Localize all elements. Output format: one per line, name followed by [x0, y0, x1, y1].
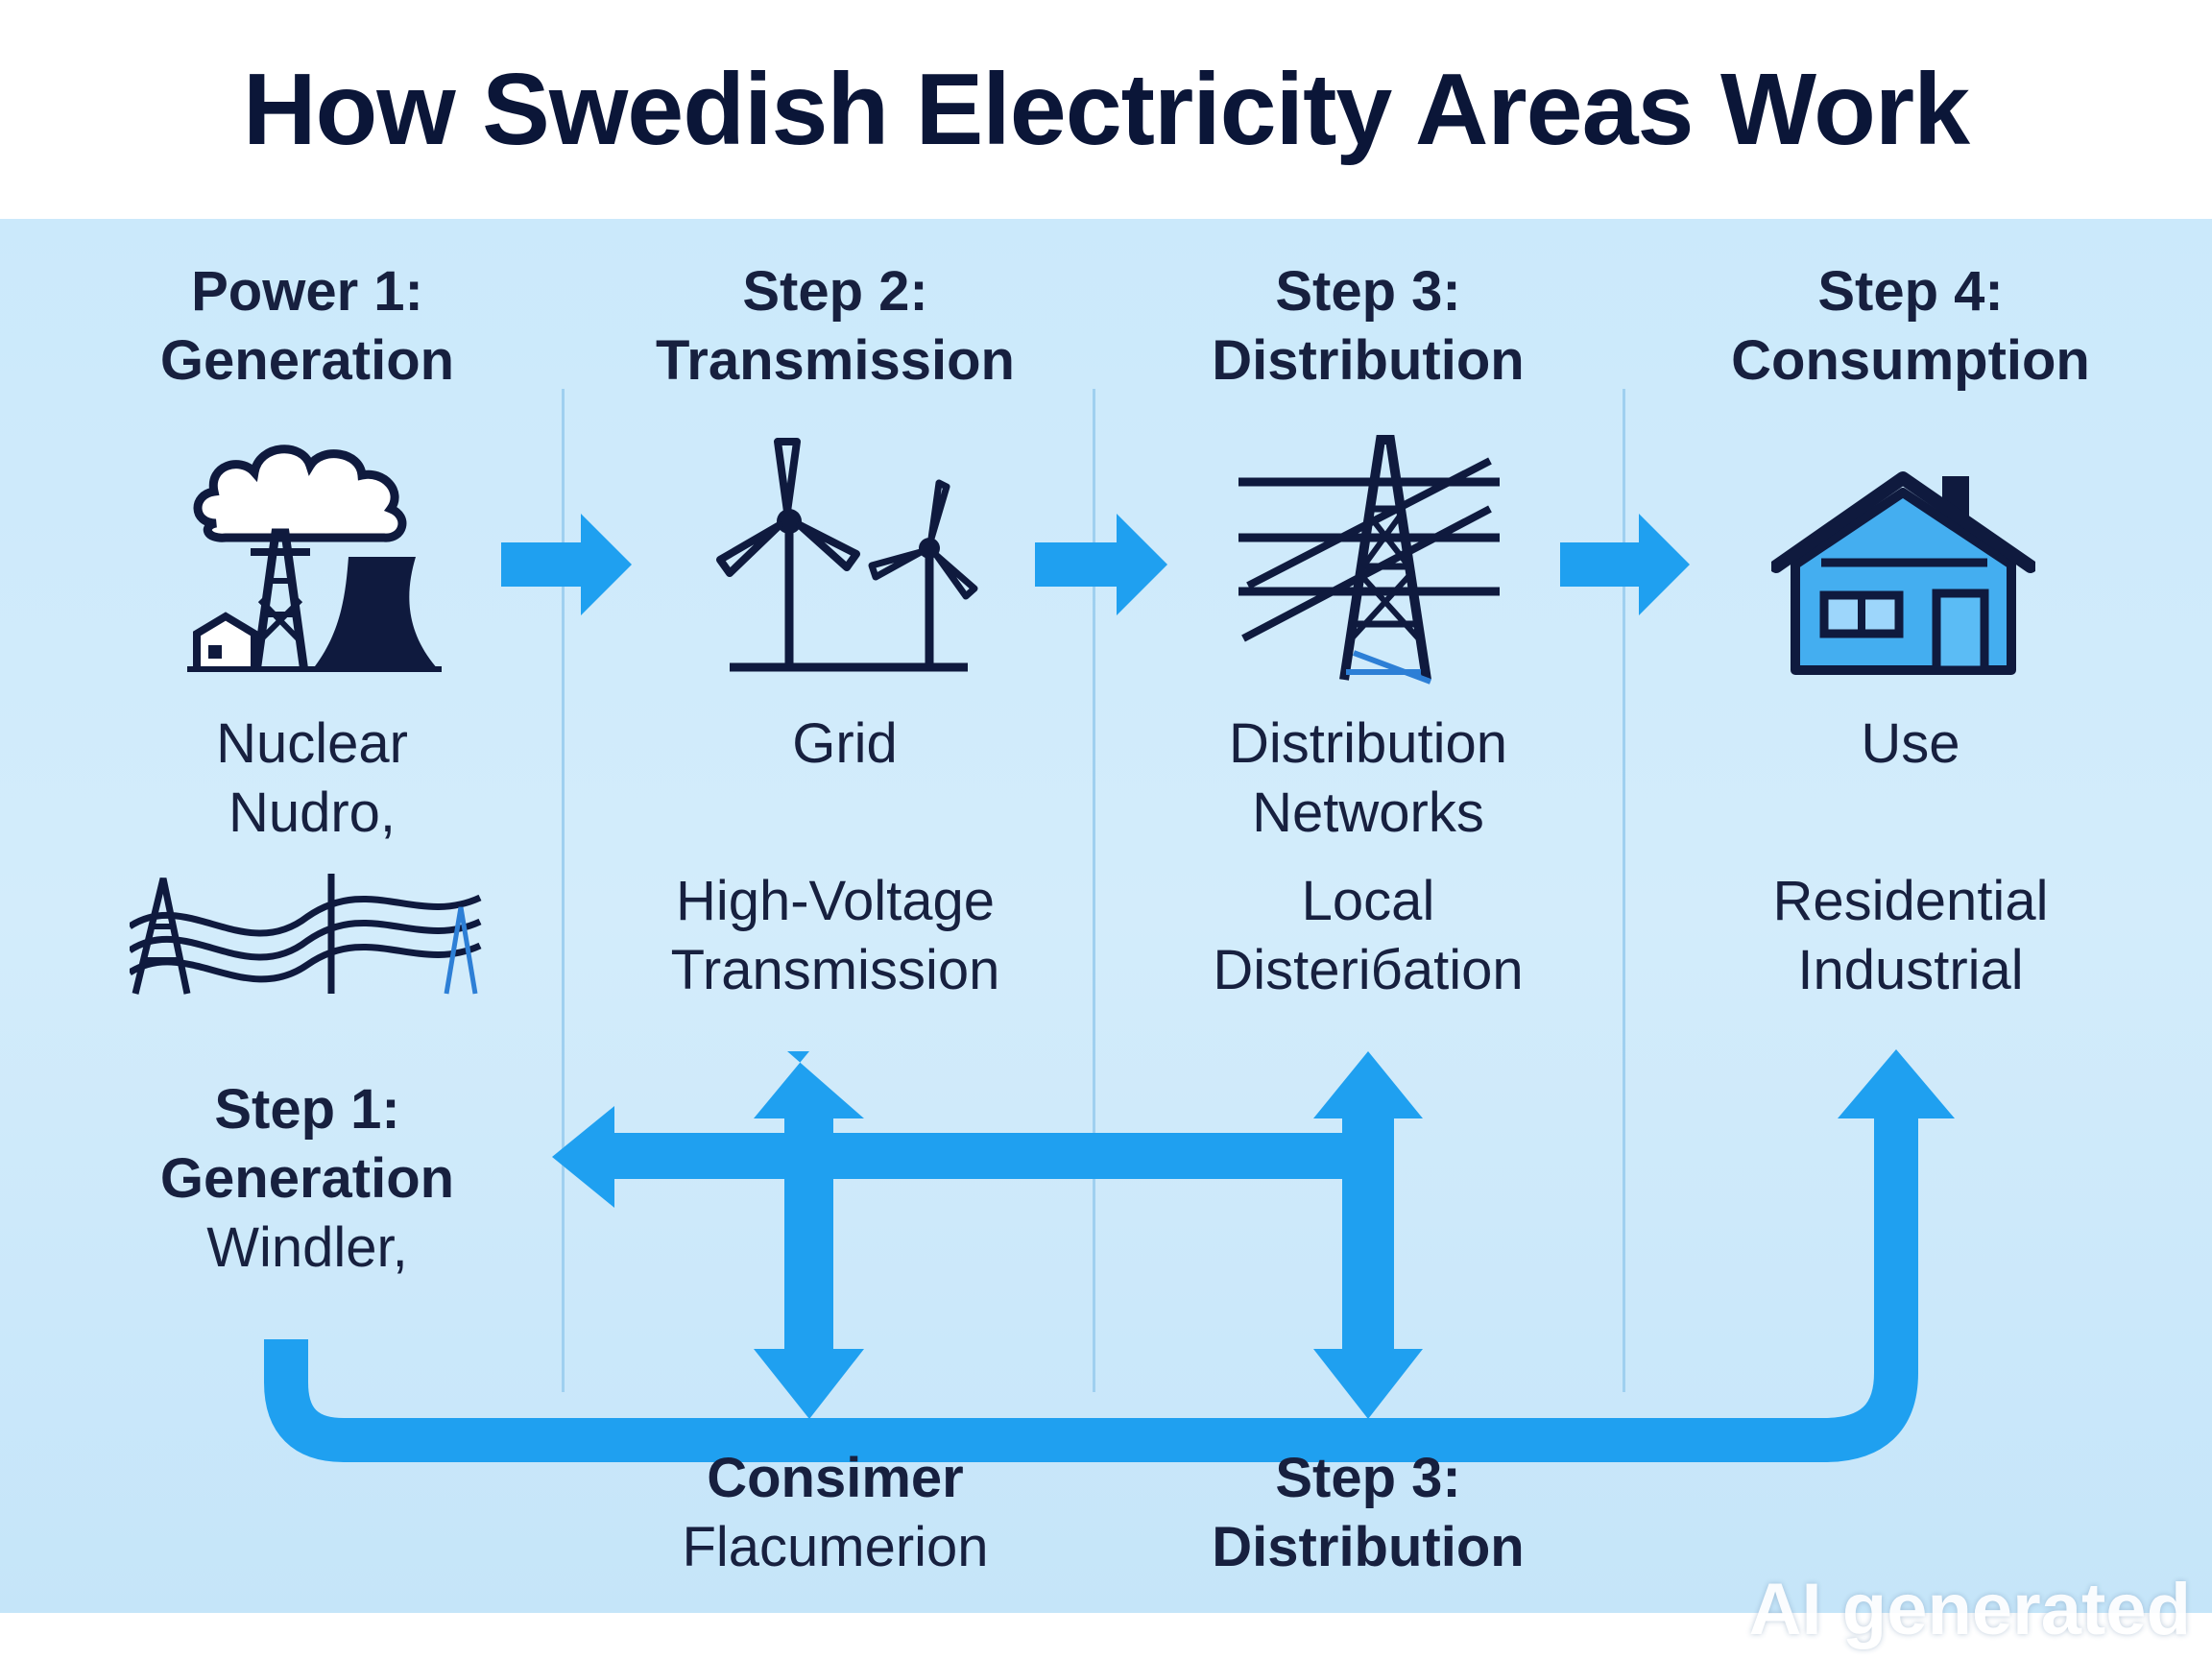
column-2-sublabel: High-Voltage Transmission — [624, 867, 1046, 1005]
column-4-header: Step 4: Consumption — [1690, 257, 2131, 396]
column-3-label: Distribution Networks — [1157, 709, 1579, 848]
header-line: Step 3: — [1275, 260, 1461, 323]
label-line: Flacumerion — [682, 1516, 989, 1578]
power-tower-icon — [1238, 435, 1500, 685]
column-4-sublabel: Residential Industrial — [1690, 867, 2131, 1005]
house-icon — [1771, 471, 2035, 675]
header-line: Consumption — [1731, 329, 2090, 392]
label-line: Step 3: — [1275, 1447, 1461, 1509]
label-line: Distribution — [1212, 1516, 1525, 1578]
label-line: Grid — [792, 712, 898, 775]
label-line: Nuclear — [216, 712, 408, 775]
column-1-label: Nuclear Nudro, — [120, 709, 504, 848]
bottom-strip — [0, 1613, 2212, 1659]
transmission-lines-icon — [130, 874, 482, 995]
column-divider — [1093, 389, 1095, 1392]
column-1-header: Power 1: Generation — [115, 257, 499, 396]
column-4-label: Use — [1719, 709, 2103, 779]
header-line: Step 2: — [742, 260, 928, 323]
consumer-label: Consimer Flacumerion — [624, 1444, 1046, 1582]
header-line: Generation — [159, 329, 455, 392]
label-line: Consimer — [707, 1447, 964, 1509]
header-line: Transmission — [656, 329, 1015, 392]
column-3-sublabel: Local Disterібation — [1157, 867, 1579, 1005]
label-line: Windler, — [206, 1216, 408, 1279]
wind-turbines-icon — [716, 438, 978, 672]
header-line: Step 4: — [1817, 260, 2004, 323]
sublabel-line: Residential — [1772, 870, 2049, 932]
sublabel-line: High-Voltage — [675, 870, 996, 932]
ai-generated-watermark: AI generated — [1748, 1569, 2191, 1650]
sublabel-line: Transmission — [670, 939, 1000, 1001]
sublabel-line: Industrial — [1797, 939, 2024, 1001]
sublabel-line: Disterібation — [1213, 939, 1524, 1001]
label-line: Distribution — [1228, 712, 1508, 775]
column-2-label: Grid — [653, 709, 1037, 779]
sublabel-line: Local — [1301, 870, 1435, 932]
label-line: Nudro, — [228, 781, 397, 844]
column-divider — [1623, 389, 1625, 1392]
label-line: Use — [1861, 712, 1960, 775]
label-line: Step 1: — [214, 1078, 400, 1141]
lower-step1-label: Step 1: Generation Windler, — [115, 1075, 499, 1283]
header-line: Power 1: — [191, 260, 423, 323]
label-line: Networks — [1252, 781, 1484, 844]
header-line: Distribution — [1212, 329, 1525, 392]
lower-step3-label: Step 3: Distribution — [1157, 1444, 1579, 1582]
nuclear-plant-icon — [187, 445, 442, 672]
label-line: Generation — [159, 1147, 455, 1210]
column-divider — [562, 389, 565, 1392]
column-2-header: Step 2: Transmission — [624, 257, 1046, 396]
column-3-header: Step 3: Distribution — [1157, 257, 1579, 396]
page-title: How Swedish Electricity Areas Work — [0, 0, 2212, 219]
